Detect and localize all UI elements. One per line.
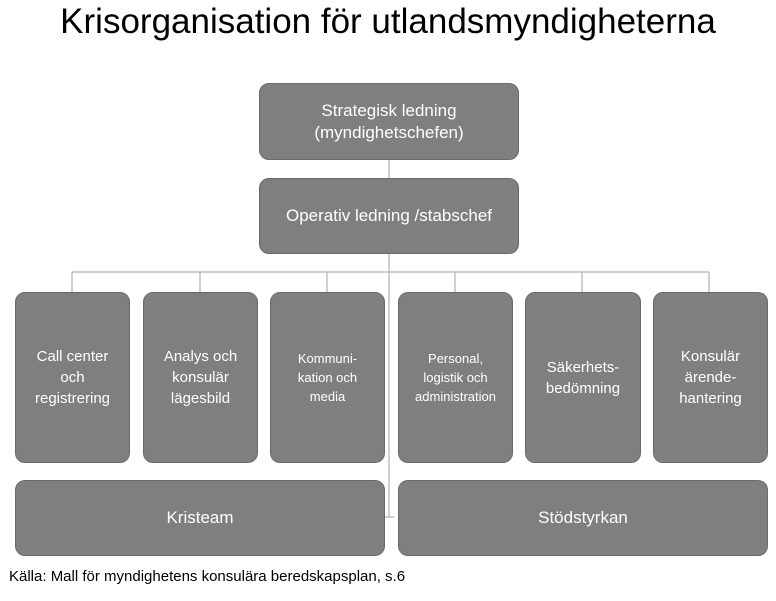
diagram-title: Krisorganisation för utlandsmyndighetern… [60, 2, 716, 41]
unit-personnel-label: Personal, logistik och administration [415, 351, 496, 404]
unit-consular-box: Konsulär ärende- hantering [653, 292, 768, 463]
kristeam-label: Kristeam [166, 508, 234, 527]
unit-security-box: Säkerhets- bedömning [525, 292, 641, 463]
strategic-leadership-label: Strategisk ledning (myndighetschefen) [314, 100, 464, 142]
unit-call-center-label: Call center och registrering [34, 348, 111, 407]
source-caption: Källa: Mall för myndighetens konsulära b… [9, 568, 406, 585]
unit-analysis-box: Analys och konsulär lägesbild [143, 292, 258, 463]
unit-analysis-label: Analys och konsulär lägesbild [163, 348, 238, 407]
unit-communication-box: Kommuni- kation och media [270, 292, 385, 463]
unit-personnel-box: Personal, logistik och administration [398, 292, 513, 463]
strategic-leadership-box: Strategisk ledning (myndighetschefen) [259, 83, 519, 160]
operative-leadership-label: Operativ ledning /stabschef [285, 206, 492, 225]
stodstyrkan-label: Stödstyrkan [538, 508, 628, 527]
unit-security-label: Säkerhets- bedömning [545, 358, 621, 397]
operative-leadership-box: Operativ ledning /stabschef [259, 178, 519, 254]
kristeam-box: Kristeam [15, 480, 385, 556]
stodstyrkan-box: Stödstyrkan [398, 480, 768, 556]
unit-communication-label: Kommuni- kation och media [297, 351, 358, 404]
unit-consular-label: Konsulär ärende- hantering [679, 348, 742, 407]
unit-call-center-box: Call center och registrering [15, 292, 130, 463]
